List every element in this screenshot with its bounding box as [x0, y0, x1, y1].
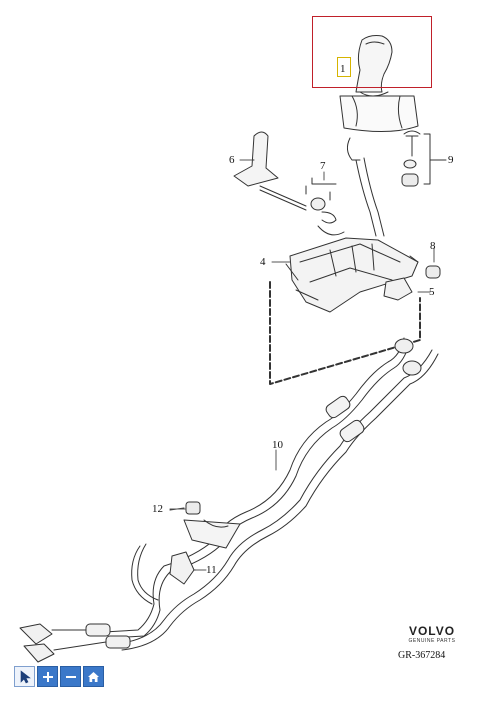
shifter-housing — [285, 225, 419, 313]
callout-12[interactable]: 12 — [152, 503, 163, 515]
home-icon — [88, 671, 99, 682]
zoom-in-icon — [42, 671, 53, 682]
gear-cables — [19, 337, 439, 663]
highlight-box-part-1 — [312, 16, 432, 88]
part-7-pin — [305, 177, 337, 224]
zoom-out-icon — [65, 675, 76, 678]
home-button[interactable] — [83, 666, 104, 687]
callout-4[interactable]: 4 — [260, 256, 266, 268]
dashed-group-bracket — [269, 281, 421, 385]
callout-1[interactable]: 1 — [340, 63, 346, 75]
diagram-reference: GR-367284 — [398, 650, 446, 661]
callout-5[interactable]: 5 — [429, 286, 435, 298]
brand-name: VOLVO — [408, 624, 456, 638]
part-9-fasteners — [401, 130, 447, 187]
zoom-in-button[interactable] — [37, 666, 58, 687]
zoom-out-button[interactable] — [60, 666, 81, 687]
callout-6[interactable]: 6 — [229, 154, 235, 166]
callout-8[interactable]: 8 — [430, 240, 436, 252]
part-5-clip — [383, 277, 413, 301]
part-6-bracket — [233, 131, 307, 211]
part-11-clip — [169, 551, 205, 585]
gear-knob — [355, 35, 393, 93]
callout-11[interactable]: 11 — [206, 564, 217, 576]
leader-lines — [169, 159, 435, 571]
shift-lever — [346, 137, 385, 237]
callout-10[interactable]: 10 — [272, 439, 283, 451]
diagram-toolbar — [14, 666, 104, 688]
brand-tagline: GENUINE PARTS — [408, 638, 456, 644]
callout-7[interactable]: 7 — [320, 160, 326, 172]
pointer-icon — [20, 669, 31, 683]
brand-logo: VOLVO GENUINE PARTS — [402, 624, 462, 644]
shift-boot — [339, 91, 419, 133]
callout-9[interactable]: 9 — [448, 154, 454, 166]
highlight-marker — [337, 57, 351, 77]
pointer-button[interactable] — [14, 666, 35, 687]
part-12-nut — [169, 501, 201, 515]
